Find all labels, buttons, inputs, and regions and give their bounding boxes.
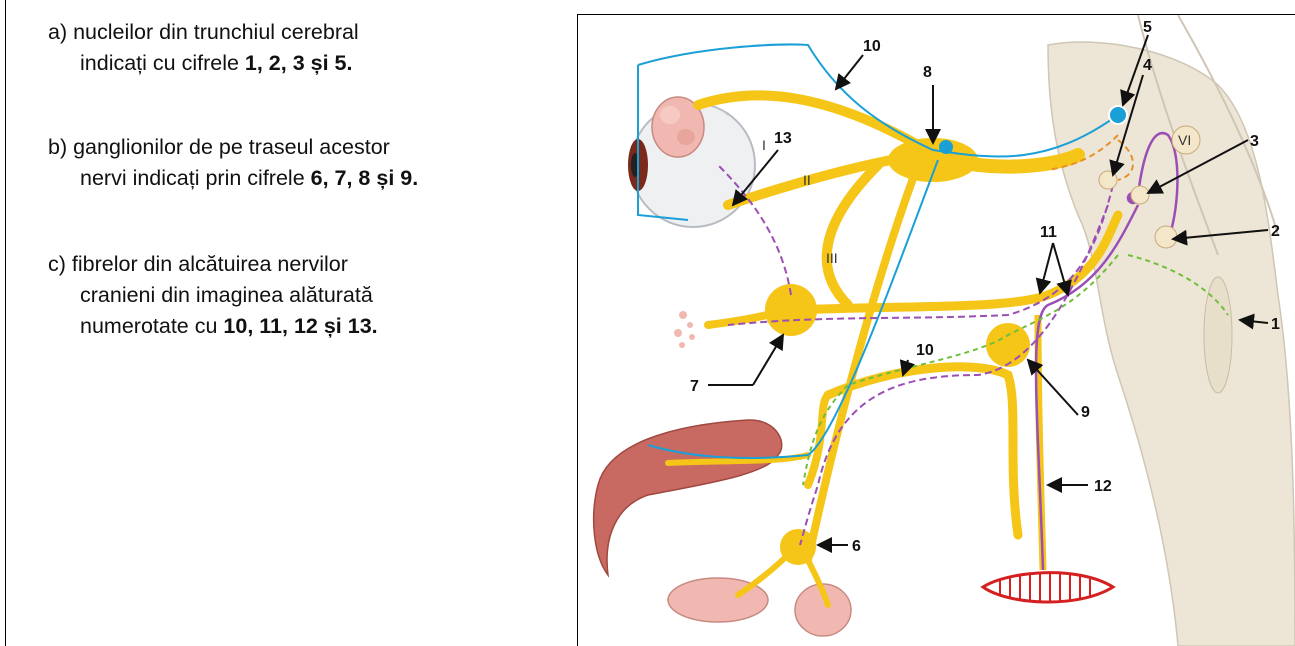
label-7: 7 xyxy=(690,378,699,395)
item-c-text: numerotate cu xyxy=(80,314,223,338)
label-5: 5 xyxy=(1143,19,1152,36)
nasal-glands-icon xyxy=(674,311,695,348)
roman-II: II xyxy=(803,172,811,188)
label-3: 3 xyxy=(1250,133,1259,150)
label-2: 2 xyxy=(1271,223,1280,240)
item-c-line1: c) fibrelor din alcătuirea nervilor xyxy=(48,252,348,276)
label-10-top: 10 xyxy=(863,38,881,55)
label-13: 13 xyxy=(774,130,792,147)
item-a-line1: a) nucleilor din trunchiul cerebral xyxy=(48,20,359,44)
label-11: 11 xyxy=(1040,224,1057,241)
label-1: 1 xyxy=(1271,316,1280,333)
item-c-numbers: 10, 11, 12 și 13. xyxy=(223,314,377,338)
item-a-numbers: 1, 2, 3 și 5. xyxy=(245,51,353,75)
question-cell: a) nucleilor din trunchiul cerebral indi… xyxy=(6,15,574,646)
cranial-nerves-diagram: I II III VI xyxy=(578,15,1295,646)
item-b: b) ganglionilor de pe traseul acestor ne… xyxy=(48,132,418,194)
item-b-text: nervi indicați prin cifrele xyxy=(80,166,311,190)
label-12: 12 xyxy=(1094,478,1112,495)
label-10-bottom: 10 xyxy=(916,342,934,359)
item-b-line1: b) ganglionilor de pe traseul acestor xyxy=(48,135,390,159)
label-6: 6 xyxy=(852,538,861,555)
facial-nerve xyxy=(708,215,1118,535)
roman-I: I xyxy=(762,137,766,153)
label-4: 4 xyxy=(1143,57,1152,74)
item-c-line3: numerotate cu 10, 11, 12 și 13. xyxy=(48,311,378,342)
tongue-icon xyxy=(594,420,782,575)
label-8: 8 xyxy=(923,64,932,81)
item-a: a) nucleilor din trunchiul cerebral indi… xyxy=(48,17,359,79)
roman-III: III xyxy=(826,250,838,266)
label-9: 9 xyxy=(1081,404,1090,421)
item-c: c) fibrelor din alcătuirea nervilor cran… xyxy=(48,249,378,342)
striated-muscle-icon xyxy=(983,572,1113,603)
roman-VI: VI xyxy=(1178,132,1191,148)
item-a-text: indicați cu cifrele xyxy=(80,51,245,75)
item-a-line2: indicați cu cifrele 1, 2, 3 și 5. xyxy=(48,48,359,79)
item-b-line2: nervi indicați prin cifrele 6, 7, 8 și 9… xyxy=(48,163,418,194)
item-b-numbers: 6, 7, 8 și 9. xyxy=(311,166,419,190)
item-c-line2: cranieni din imaginea alăturată xyxy=(48,280,378,311)
